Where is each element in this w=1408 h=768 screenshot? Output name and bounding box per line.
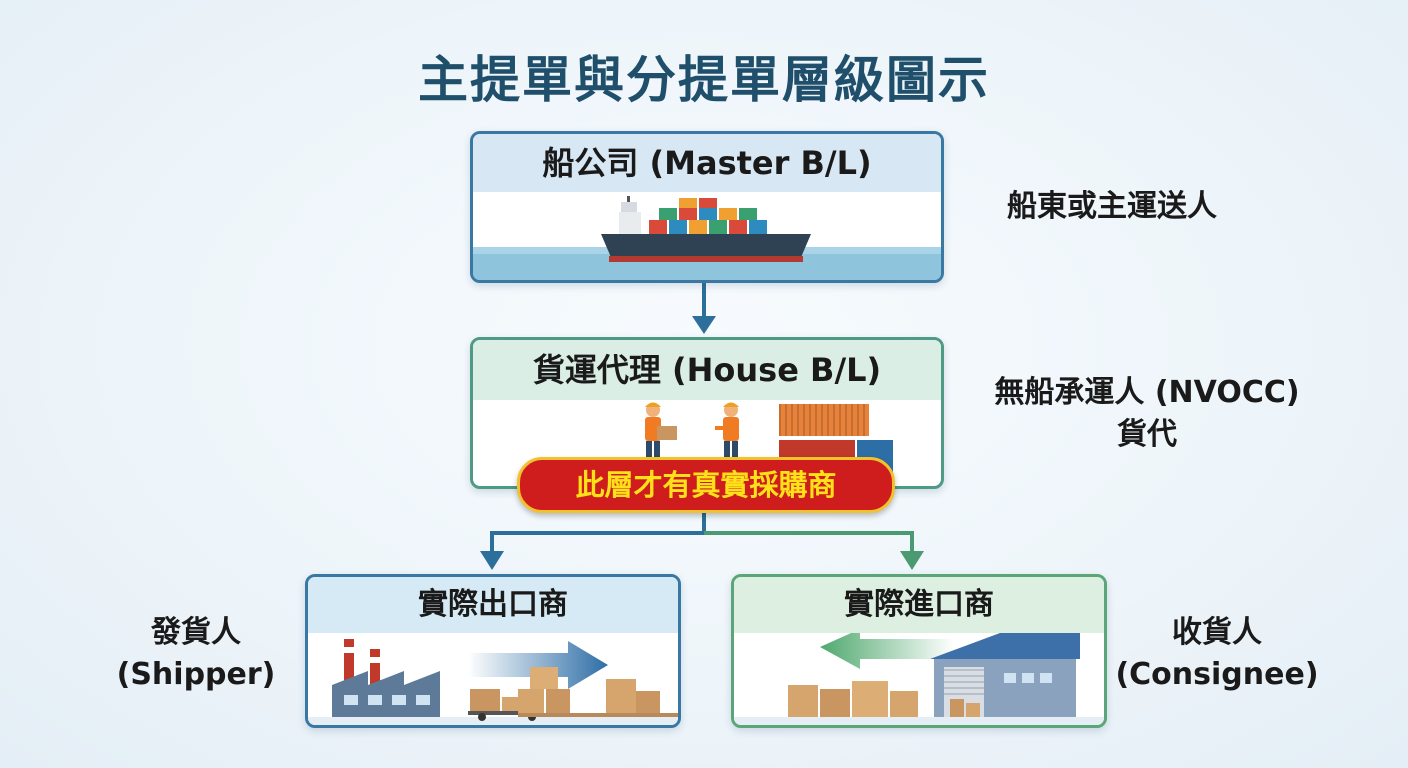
house-side-label: 無船承運人 (NVOCC) 貨代 — [962, 372, 1332, 456]
house-bl-label: 貨運代理 (House B/L) — [473, 340, 941, 400]
exporter-label: 實際出口商 — [308, 577, 678, 633]
master-side-label: 船東或主運送人 — [1007, 189, 1217, 224]
arrow-right-icon — [468, 641, 608, 689]
consignee-side-line2: (Consignee) — [1115, 657, 1319, 692]
exporter-box: 實際出口商 — [305, 574, 681, 728]
house-side-line2: 貨代 — [1117, 417, 1177, 452]
importer-box: 實際進口商 — [731, 574, 1107, 728]
diagram-title: 主提單與分提單層級圖示 — [418, 51, 990, 109]
house-side-line1: 無船承運人 (NVOCC) — [994, 375, 1300, 410]
container-ship-icon — [473, 196, 941, 280]
shipper-side-line2: (Shipper) — [116, 657, 276, 692]
workers-icon — [645, 402, 739, 461]
consignee-side-line1: 收貨人 — [1172, 615, 1262, 650]
buyer-layer-badge: 此層才有真實採購商 — [517, 457, 895, 513]
master-bl-label: 船公司 (Master B/L) — [473, 134, 941, 192]
arrow-left-icon — [820, 633, 954, 669]
cargo-boxes-icon — [734, 681, 1104, 725]
cargo-boxes-icon — [518, 667, 678, 717]
master-bl-box: 船公司 (Master B/L) — [470, 131, 944, 283]
importer-label: 實際進口商 — [734, 577, 1104, 633]
factory-icon — [308, 639, 678, 725]
shipper-side-line1: 發貨人 — [151, 615, 241, 650]
consignee-side-label: 收貨人 (Consignee) — [1112, 612, 1322, 696]
shipper-side-label: 發貨人 (Shipper) — [106, 612, 286, 696]
warehouse-icon — [930, 633, 1080, 717]
